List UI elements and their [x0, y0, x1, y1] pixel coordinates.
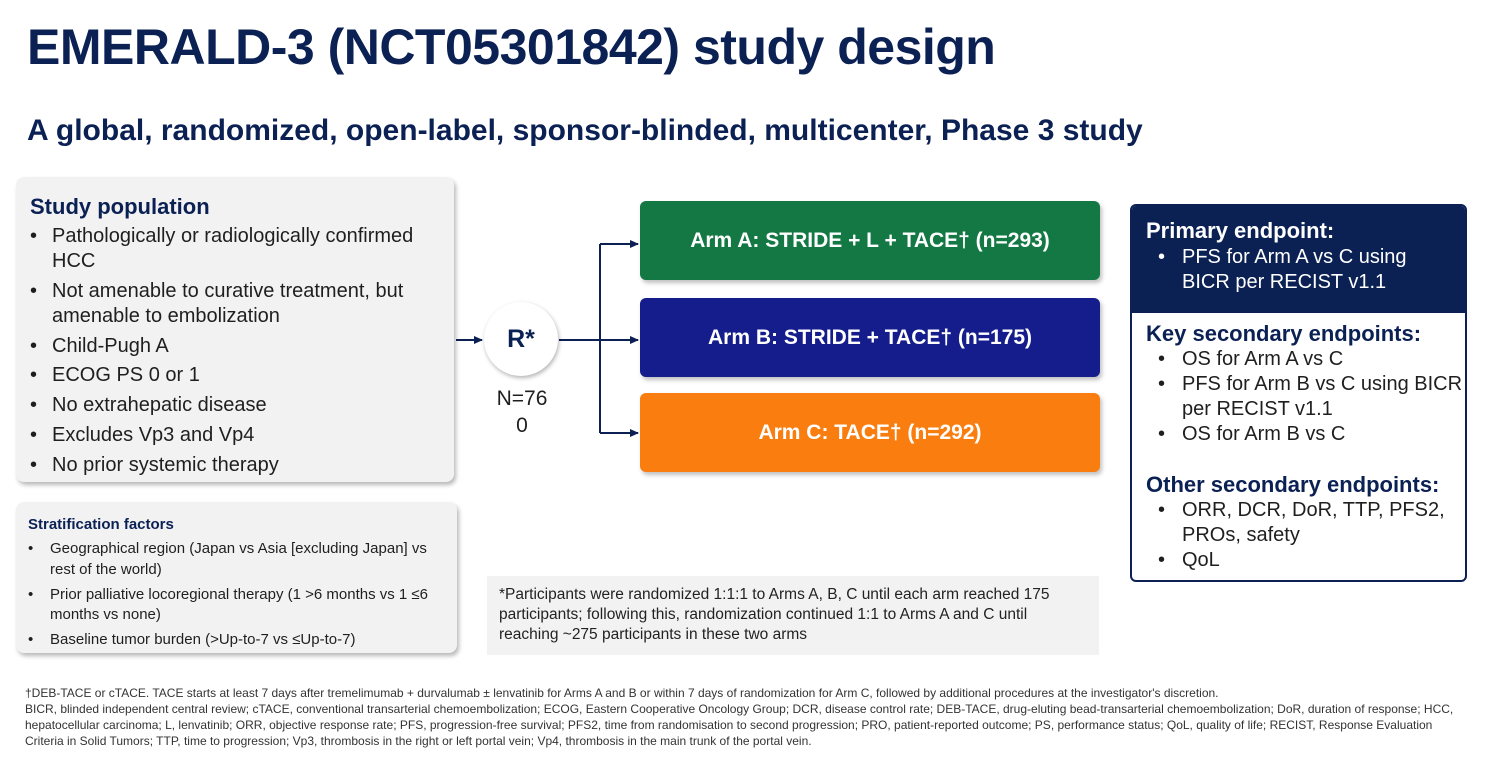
key-secondary-section: Key secondary endpoints: OS for Arm A vs…: [1146, 321, 1464, 447]
stratification-item: Prior palliative locoregional therapy (1…: [28, 585, 448, 626]
other-secondary-heading: Other secondary endpoints:: [1146, 472, 1440, 497]
population-item: ECOG PS 0 or 1: [30, 363, 445, 388]
randomization-node: R*: [484, 302, 558, 376]
other-secondary-item: QoL: [1158, 548, 1464, 573]
arm-c-box: Arm C: TACE† (n=292): [640, 393, 1100, 472]
population-item: Not amenable to curative treatment, but …: [30, 279, 445, 329]
population-item: No extrahepatic disease: [30, 393, 445, 418]
population-item: No prior systemic therapy: [30, 453, 445, 478]
arm-a-box: Arm A: STRIDE + L + TACE† (n=293): [640, 201, 1100, 280]
other-secondary-list: ORR, DCR, DoR, TTP, PFS2, PROs, safety Q…: [1146, 498, 1464, 573]
sample-size-line-1: N=76: [496, 387, 548, 410]
population-item: Excludes Vp3 and Vp4: [30, 423, 445, 448]
stratification-item: Baseline tumor burden (>Up-to-7 vs ≤Up-t…: [28, 630, 448, 651]
stratification-list: Geographical region (Japan vs Asia [excl…: [28, 539, 448, 655]
population-item: Child-Pugh A: [30, 334, 445, 359]
study-population-box: Study population Pathologically or radio…: [16, 177, 454, 482]
primary-endpoint-list: PFS for Arm A vs C using BICR per RECIST…: [1158, 245, 1458, 295]
sample-size-line-2: 0: [516, 414, 528, 437]
abbreviations-footnote: BICR, blinded independent central review…: [25, 702, 1454, 748]
study-population-list: Pathologically or radiologically confirm…: [30, 224, 445, 483]
randomization-note-box: *Participants were randomized 1:1:1 to A…: [487, 576, 1099, 655]
primary-endpoint-item: PFS for Arm A vs C using BICR per RECIST…: [1158, 245, 1458, 295]
study-population-heading: Study population: [30, 194, 210, 219]
key-secondary-item: PFS for Arm B vs C using BICR per RECIST…: [1158, 372, 1464, 422]
key-secondary-list: OS for Arm A vs C PFS for Arm B vs C usi…: [1146, 347, 1464, 447]
stratification-heading: Stratification factors: [28, 516, 174, 533]
stratification-box: Stratification factors Geographical regi…: [16, 502, 457, 653]
other-secondary-item: ORR, DCR, DoR, TTP, PFS2, PROs, safety: [1158, 498, 1464, 548]
key-secondary-item: OS for Arm B vs C: [1158, 422, 1464, 447]
randomization-note-text: *Participants were randomized 1:1:1 to A…: [499, 586, 1050, 643]
endpoints-panel: Primary endpoint: PFS for Arm A vs C usi…: [1130, 204, 1467, 582]
key-secondary-item: OS for Arm A vs C: [1158, 347, 1464, 372]
stratification-item: Geographical region (Japan vs Asia [excl…: [28, 539, 448, 580]
primary-endpoint-heading: Primary endpoint:: [1146, 218, 1335, 243]
primary-endpoint-section: Primary endpoint: PFS for Arm A vs C usi…: [1132, 206, 1465, 313]
key-secondary-heading: Key secondary endpoints:: [1146, 321, 1422, 346]
sample-size-label: N=76 0: [482, 385, 562, 439]
other-secondary-section: Other secondary endpoints: ORR, DCR, DoR…: [1146, 472, 1464, 573]
population-item: Pathologically or radiologically confirm…: [30, 224, 445, 274]
page-subtitle: A global, randomized, open-label, sponso…: [27, 114, 1143, 147]
page-title: EMERALD-3 (NCT05301842) study design: [27, 19, 996, 75]
footnotes: †DEB-TACE or cTACE. TACE starts at least…: [25, 685, 1465, 749]
dagger-footnote: †DEB-TACE or cTACE. TACE starts at least…: [25, 686, 1219, 700]
arm-b-box: Arm B: STRIDE + TACE† (n=175): [640, 298, 1100, 377]
